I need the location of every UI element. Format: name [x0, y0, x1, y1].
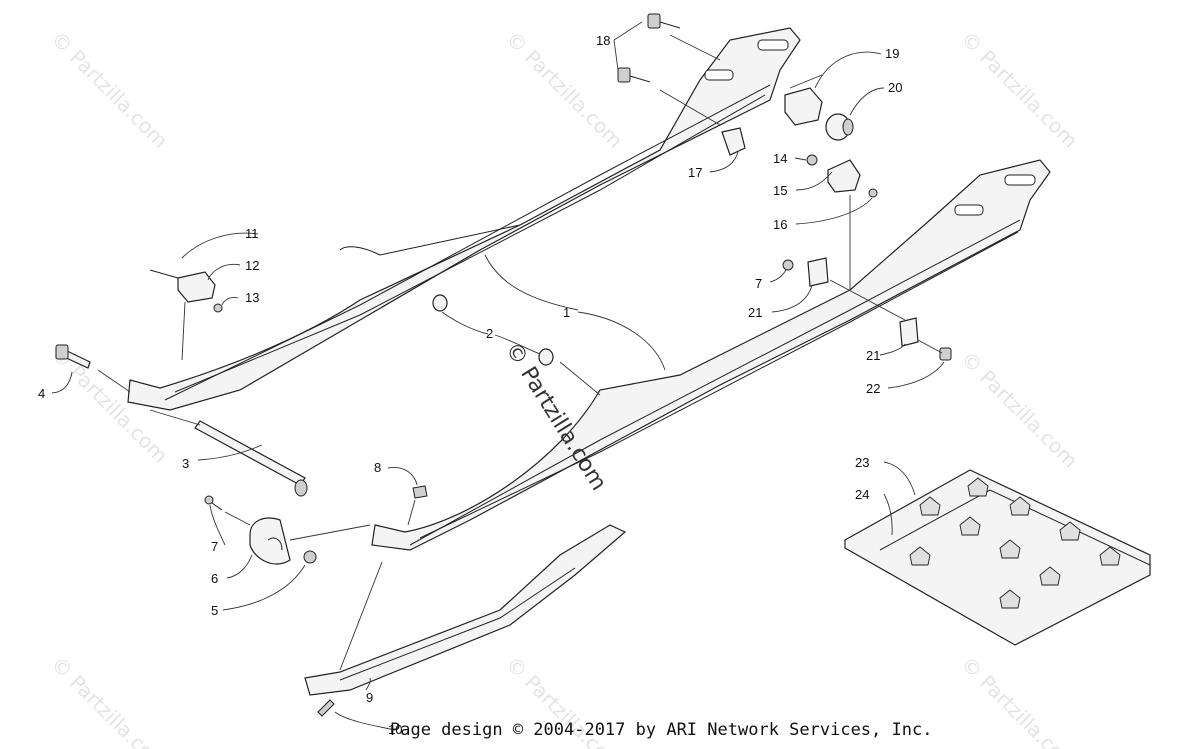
screw-10: [317, 699, 335, 717]
callout-7-right: 7: [755, 276, 762, 291]
callout-22: 22: [866, 381, 880, 396]
callout-20: 20: [888, 80, 902, 95]
callout-23: 23: [855, 455, 869, 470]
idler-cap-6: [249, 517, 291, 565]
left-slide-rail: [127, 27, 801, 411]
bolt-22: [939, 347, 952, 361]
watermark-mid-right: © Partzilla.com: [956, 347, 1082, 473]
bushing-20: [825, 113, 854, 141]
page-design-footer: Page design © 2004-2017 by ARI Network S…: [390, 720, 933, 740]
track-belt-23: [844, 469, 1151, 646]
nut-8: [412, 485, 428, 499]
callout-14: 14: [773, 151, 787, 166]
watermark-top-right: © Partzilla.com: [956, 27, 1082, 153]
callout-6: 6: [211, 571, 218, 586]
nut-14: [806, 154, 818, 166]
washer-2-lower: [538, 348, 554, 366]
washer-13: [213, 303, 223, 313]
watermark-bottom-right: © Partzilla.com: [956, 652, 1082, 749]
wear-strip-9: [304, 524, 627, 696]
callout-labels: 1 2 3 4 5 6 7 7 8 9 10 11 12 13 14 15 16…: [38, 33, 902, 737]
callout-3: 3: [182, 456, 189, 471]
callout-4: 4: [38, 386, 45, 401]
callout-5: 5: [211, 603, 218, 618]
nut-5: [303, 550, 317, 564]
callout-18: 18: [596, 33, 610, 48]
bolt-18-lower: [617, 67, 651, 83]
screw-7-right: [782, 259, 794, 271]
washer-2-upper: [432, 294, 448, 312]
callout-9: 9: [366, 690, 373, 705]
bolt-18-upper: [647, 13, 681, 29]
watermark-top-left: © Partzilla.com: [46, 27, 172, 153]
right-slide-rail: [371, 159, 1051, 551]
watermark-bottom-left: © Partzilla.com: [46, 652, 172, 749]
leader-lines: [51, 21, 945, 731]
callout-21-lower: 21: [866, 348, 880, 363]
callout-11: 11: [245, 226, 259, 241]
callout-12: 12: [245, 258, 259, 273]
bracket-21-lower: [899, 317, 919, 347]
callout-17: 17: [688, 165, 702, 180]
callout-1: 1: [563, 305, 570, 320]
slider-block-15: [827, 159, 861, 193]
pin-11: [149, 269, 179, 279]
callout-10: 10: [388, 722, 402, 737]
callout-8: 8: [374, 460, 381, 475]
bumper-19: [784, 87, 823, 126]
screw-16: [868, 188, 878, 198]
callout-19: 19: [885, 46, 899, 61]
callout-24: 24: [855, 487, 869, 502]
callout-2: 2: [486, 326, 493, 341]
slider-block-12: [177, 271, 216, 303]
callout-15: 15: [773, 183, 787, 198]
bracket-21-upper: [807, 257, 829, 287]
screw-7-left: [204, 495, 223, 511]
callout-7-left: 7: [211, 539, 218, 554]
spacer-17: [721, 127, 746, 156]
callout-13: 13: [245, 290, 259, 305]
callout-16: 16: [773, 217, 787, 232]
axle-shaft: [194, 420, 308, 497]
callout-21-upper: 21: [748, 305, 762, 320]
bolt-4: [55, 344, 91, 369]
